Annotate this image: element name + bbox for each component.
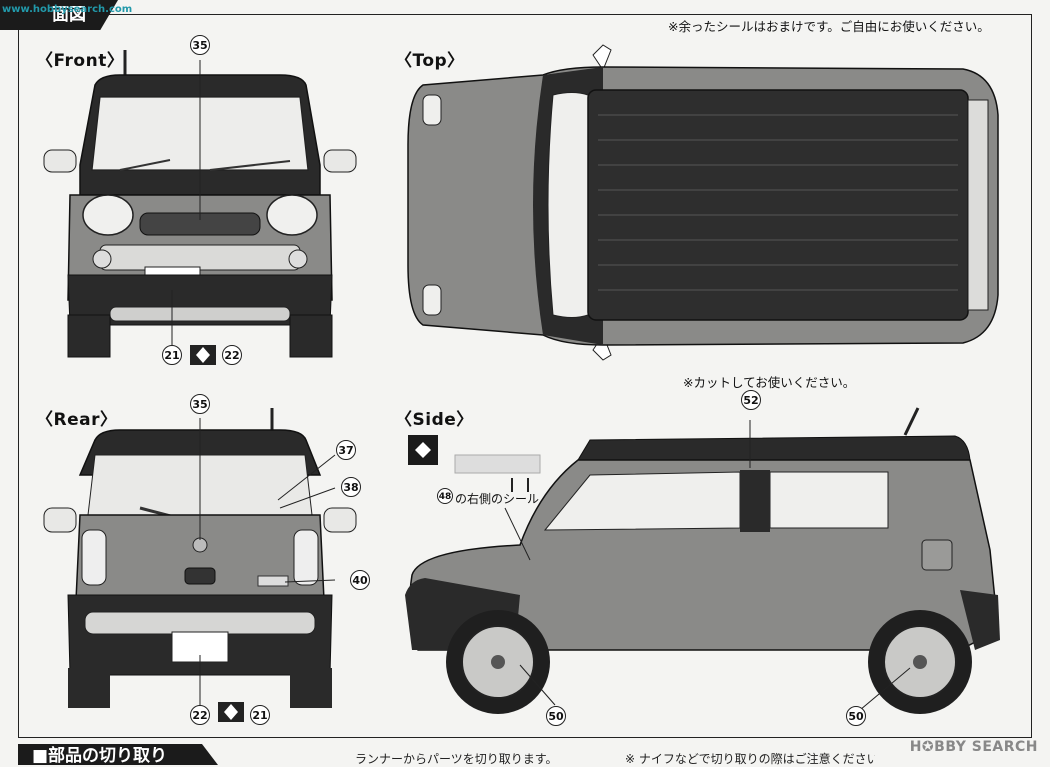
callout-48: 48	[437, 488, 453, 504]
section-title: 面図	[52, 5, 86, 25]
side-view-label: 〈Side〉	[395, 410, 474, 430]
side-view-drawing	[405, 407, 1000, 714]
callout-35-rear: 35	[190, 394, 210, 414]
top-view-label: 〈Top〉	[395, 51, 465, 71]
callout-35-front: 35	[190, 35, 210, 55]
callout-22-front: 22	[222, 345, 242, 365]
decal-note: の右側のシール	[455, 492, 540, 506]
bottom-text-left: ランナーからパーツを切り取ります。	[355, 752, 558, 766]
callout-50-rear-wheel: 50	[846, 706, 866, 726]
callout-50-front-wheel: 50	[546, 706, 566, 726]
rear-view-label: 〈Rear〉	[36, 410, 118, 430]
cut-note: ※カットしてお使いください。	[683, 375, 856, 390]
callout-37: 37	[336, 440, 356, 460]
top-view-drawing	[407, 44, 999, 361]
callout-38: 38	[341, 477, 361, 497]
bottom-text-right: ※ ナイフなどで切り取りの際はご注意ください。	[625, 752, 875, 766]
callout-22-rear: 22	[190, 705, 210, 725]
section-header: 面図	[0, 0, 118, 30]
front-view-drawing	[43, 50, 357, 365]
extra-stickers-note: ※余ったシールはおまけです。ご自由にお使いください。	[668, 19, 990, 34]
callout-21-front: 21	[162, 345, 182, 365]
callout-52: 52	[741, 390, 761, 410]
front-view-label: 〈Front〉	[36, 51, 125, 71]
instruction-frame	[18, 14, 1032, 738]
callout-40: 40	[350, 570, 370, 590]
site-watermark: www.hobbysearch.com	[2, 4, 133, 15]
rear-view-drawing	[43, 408, 357, 722]
brand-watermark: H✪BBY SEARCH	[909, 739, 1038, 755]
callout-21-rear: 21	[250, 705, 270, 725]
next-section-header: ■部品の切り取り	[18, 744, 218, 765]
